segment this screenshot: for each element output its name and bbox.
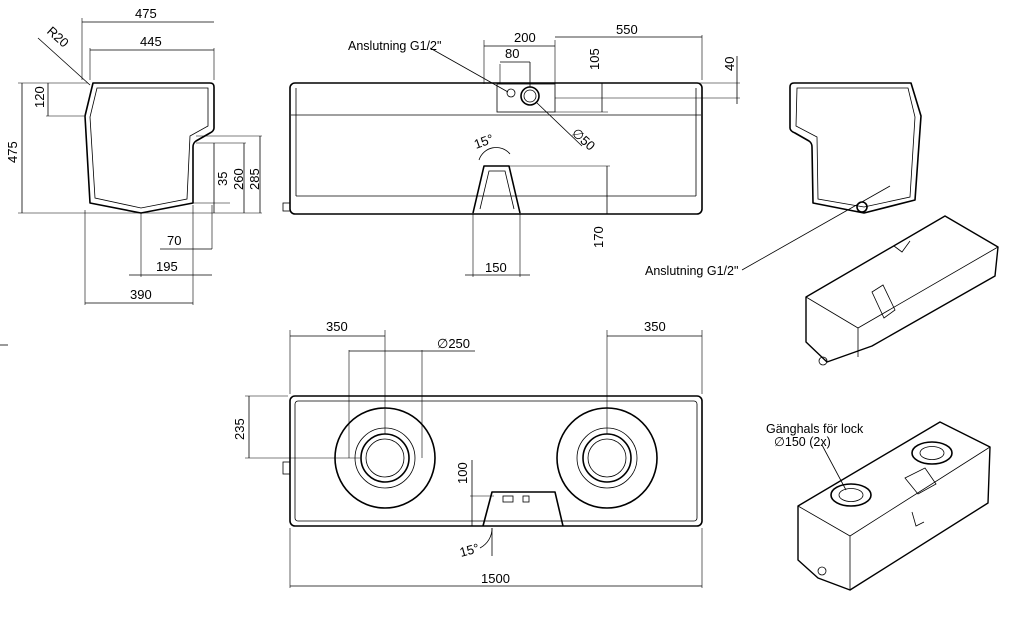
top-view-outline <box>289 395 703 527</box>
dim-top-15deg: 15° <box>458 540 481 560</box>
dim-side-195: 195 <box>156 259 178 274</box>
iso2-body <box>797 421 991 591</box>
dim-side-390: 390 <box>130 287 152 302</box>
side-view <box>18 18 262 305</box>
dim-top-dia250: ∅250 <box>437 336 470 351</box>
dim-front-170: 170 <box>591 226 606 248</box>
dim-side-445: 445 <box>140 34 162 49</box>
iso1-body <box>805 215 999 363</box>
dim-side-35: 35 <box>215 172 230 186</box>
dim-top-350-left: 350 <box>326 319 348 334</box>
iso2-neck-right <box>911 441 953 465</box>
dim-side-r20: R20 <box>44 23 72 50</box>
right-side-outline <box>789 82 922 214</box>
iso-view-necks <box>797 421 991 591</box>
label-connection-front: Anslutning G1/2" <box>348 39 441 53</box>
front-view-outline <box>289 82 703 215</box>
dim-side-285: 285 <box>247 168 262 190</box>
dim-side-475-left: 475 <box>5 141 20 163</box>
dim-front-15deg: 15° <box>472 131 496 152</box>
dim-side-475-top: 475 <box>135 6 157 21</box>
top-side-fitting <box>282 461 291 475</box>
iso2-neck-left <box>830 483 872 507</box>
side-view-inner-outline <box>89 87 209 209</box>
side-view-outline <box>84 82 215 214</box>
dim-side-120: 120 <box>32 86 47 108</box>
label-neck-line2: ∅150 (2x) <box>774 435 831 449</box>
dim-front-80: 80 <box>505 46 519 61</box>
dim-front-40: 40 <box>722 57 737 71</box>
dim-side-260: 260 <box>231 168 246 190</box>
iso1-notch <box>871 284 896 319</box>
label-connection-iso: Anslutning G1/2" <box>645 264 738 278</box>
top-view <box>245 330 703 588</box>
dim-side-70: 70 <box>167 233 181 248</box>
front-view <box>282 35 740 277</box>
top-view-notch <box>482 491 564 527</box>
iso2-notch <box>904 467 937 495</box>
dim-top-100: 100 <box>455 462 470 484</box>
dim-front-105: 105 <box>587 48 602 70</box>
right-side-view <box>789 82 922 214</box>
connection-port <box>506 88 516 98</box>
side-fitting <box>282 202 291 212</box>
dim-top-350-right: 350 <box>644 319 666 334</box>
label-neck-line1: Gänghals för lock <box>766 422 864 436</box>
front-view-notch <box>472 165 521 214</box>
dim-top-235: 235 <box>232 418 247 440</box>
dim-front-150: 150 <box>485 260 507 275</box>
dim-top-1500: 1500 <box>481 571 510 586</box>
iso-view-connection <box>741 185 999 366</box>
dim-front-550: 550 <box>616 22 638 37</box>
dim-front-200: 200 <box>514 30 536 45</box>
dim-front-dia50: ∅50 <box>569 125 598 153</box>
